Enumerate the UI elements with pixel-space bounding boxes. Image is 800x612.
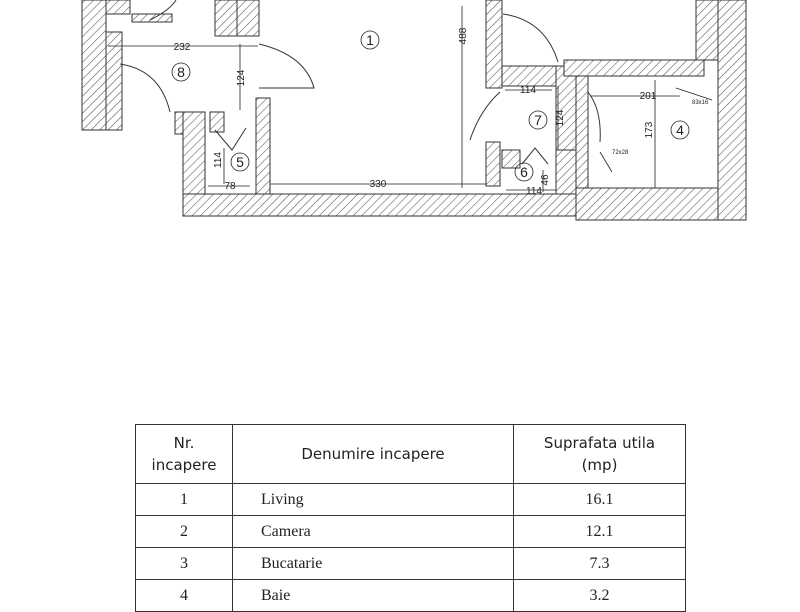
wall-bath4-bottom [575,187,719,221]
header-room-name: Denumire incapere [232,424,514,484]
wall-living-right-low [485,141,501,187]
row-number: 4 [135,579,233,612]
wall-entry-col [214,0,238,37]
room-number-4: 4 [676,122,684,138]
row-number: 2 [135,515,233,548]
header-usable-area: Suprafata utila (mp) [513,424,686,484]
row-room-name: Camera [232,515,514,548]
wall-hall7-bottom-r [555,149,577,199]
walls [81,0,747,221]
table-header-row: Nr. incapere Denumire incapere Suprafata… [135,424,686,484]
room-area-table: Nr. incapere Denumire incapere Suprafata… [135,424,686,612]
wall-left-inner-col [105,31,123,131]
floor-plan-drawing: 1 4 5 6 7 8 232 124 488 114 201 124 173 … [81,0,747,221]
wall-bottom [182,193,577,217]
wall-bath5-top [209,111,225,133]
room-labels [171,30,690,182]
wall-living-right [485,0,503,89]
row-area: 12.1 [513,515,686,548]
wall-left-top [105,0,131,15]
header-room-number: Nr. incapere [135,424,233,484]
row-area: 16.1 [513,483,686,516]
row-area: 3.2 [513,579,686,612]
wall-hall7-left [501,65,565,87]
wall-bath5-right [255,97,271,195]
wall-bath4-top [563,59,705,77]
table-row: 1 Living 16.1 [135,483,686,516]
dim-330: 330 [370,179,387,190]
dim-114-top: 114 [520,85,536,96]
wall-top-right [695,0,719,61]
table-row: 3 Bucatarie 7.3 [135,547,686,580]
room-number-7: 7 [534,112,542,128]
dim-488: 488 [458,27,469,44]
row-area: 7.3 [513,547,686,580]
dim-124-hall7: 124 [555,109,566,126]
dimension-lines [108,6,713,192]
dim-124-hall: 124 [236,69,247,86]
row-number: 1 [135,483,233,516]
wall-top-mid [131,13,173,23]
table-row: 2 Camera 12.1 [135,515,686,548]
dim-78: 78 [224,181,236,192]
wall-bath4-left [575,75,589,189]
dim-232: 232 [174,42,191,53]
row-room-name: Bucatarie [232,547,514,580]
row-room-name: Baie [232,579,514,612]
room-number-5: 5 [236,154,244,170]
window-note-2: 72x28 [612,150,629,156]
wall-partition-v [236,0,260,37]
door-swings [119,0,601,165]
room-number-8: 8 [177,64,185,80]
room-number-1: 1 [366,32,374,48]
table-row: 4 Baie 3.2 [135,579,686,612]
wall-bath4-right [717,0,747,221]
dim-114-bath5: 114 [213,152,224,168]
dim-201: 201 [640,91,657,102]
dim-114-bottom: 114 [526,186,542,197]
dim-173: 173 [644,121,655,138]
wall-left-outer [81,0,107,131]
row-number: 3 [135,547,233,580]
wall-bath5-left-v [182,111,206,207]
row-room-name: Living [232,483,514,516]
room-number-6: 6 [520,164,528,180]
dim-46: 46 [540,174,551,186]
window-note-1: 83x16 [692,100,709,106]
wall-hall7-bottom [501,149,521,169]
